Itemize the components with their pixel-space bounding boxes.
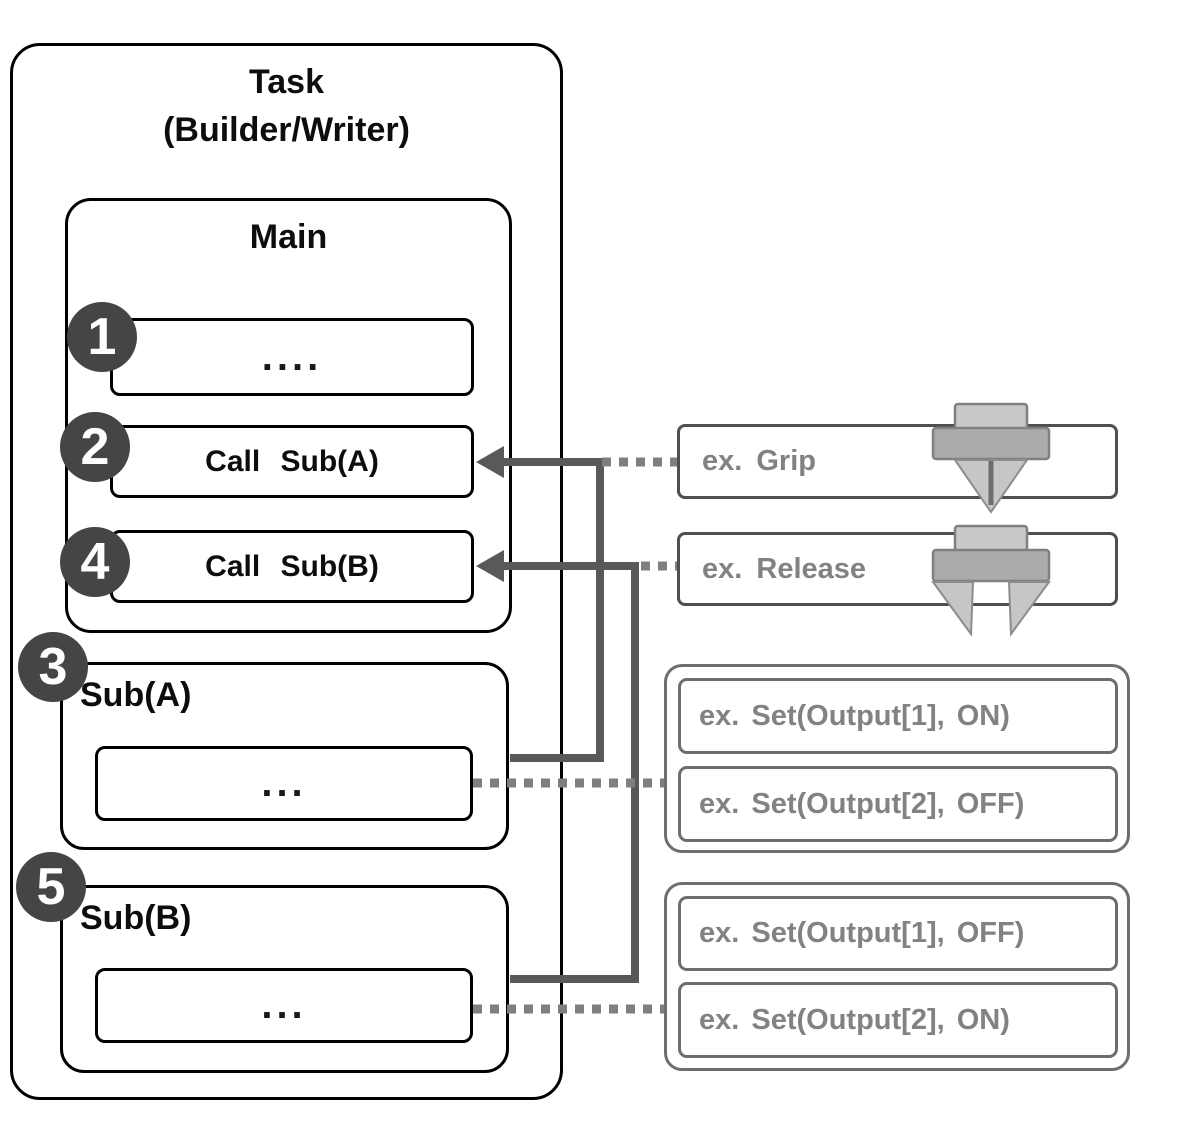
task-title: Task (Builder/Writer) [10,58,563,154]
instruction-box-call-sub-a: Call Sub(A) [110,425,474,498]
sub-a-body-dots: ... [261,761,307,805]
step-badge-3: 3 [18,632,88,702]
instruction-box-dots: .... [110,318,474,396]
step-badge-1: 1 [67,302,137,372]
sub-a-action-1-label: ex. Set(Output[1], ON) [699,699,1010,732]
example-grip-label: ex. Grip [702,445,816,477]
step-badge-4: 4 [60,527,130,597]
main-title: Main [249,218,328,256]
example-release-box: ex. Release [677,532,1118,606]
instruction-dots-label: .... [261,334,323,379]
sub-a-title: Sub(A) [80,676,192,714]
task-title-line2: (Builder/Writer) [163,111,410,149]
sub-b-action-2-label: ex. Set(Output[2], ON) [699,1003,1010,1036]
sub-b-action-2-box: ex. Set(Output[2], ON) [678,982,1118,1058]
task-title-line1: Task [249,63,324,101]
call-sub-b-label: Call Sub(B) [205,549,379,583]
sub-b-title: Sub(B) [80,899,192,937]
sub-b-action-1-box: ex. Set(Output[1], OFF) [678,896,1118,971]
sub-b-body-box: ... [95,968,473,1043]
sub-b-body-dots: ... [261,983,307,1027]
step-badge-5: 5 [16,852,86,922]
sub-b-action-1-label: ex. Set(Output[1], OFF) [699,917,1025,949]
example-grip-box: ex. Grip [677,424,1118,499]
call-sub-a-label: Call Sub(A) [205,444,379,478]
sub-a-action-2-label: ex. Set(Output[2], OFF) [699,787,1025,820]
step-badge-2: 2 [60,412,130,482]
sub-a-action-2-box: ex. Set(Output[2], OFF) [678,766,1118,842]
sub-a-action-1-box: ex. Set(Output[1], ON) [678,678,1118,754]
example-release-label: ex. Release [702,552,867,585]
instruction-box-call-sub-b: Call Sub(B) [110,530,474,603]
sub-a-body-box: ... [95,746,473,821]
